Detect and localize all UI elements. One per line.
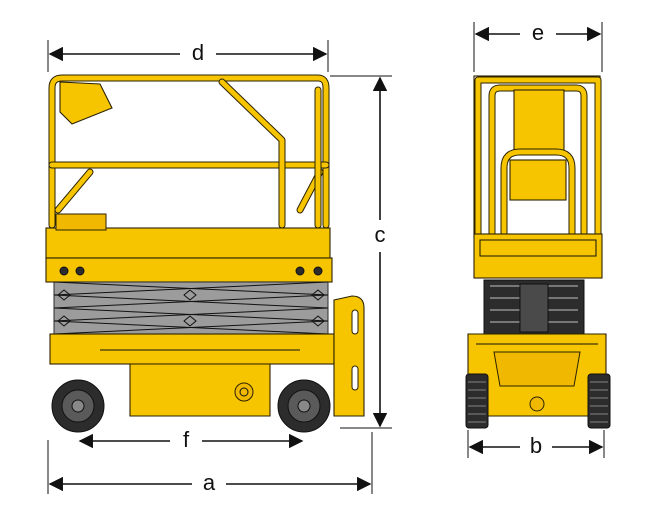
front-scissor-stack	[483, 279, 585, 335]
dimension-label-d: d	[192, 40, 204, 65]
side-wheel-front	[277, 379, 331, 433]
dimension-label-c: c	[375, 222, 386, 247]
side-platform-deck	[45, 227, 331, 259]
side-battery-tray	[129, 363, 271, 417]
dimension-label-a: a	[203, 470, 216, 495]
dimension-c: c	[330, 75, 392, 429]
side-toolbox	[55, 213, 107, 231]
dimension-f: f	[78, 427, 304, 452]
dimension-d: d	[47, 40, 329, 72]
side-entry-ladder	[333, 295, 365, 417]
front-view-guardrail	[473, 75, 602, 240]
side-view-machine	[45, 74, 365, 433]
dimension-e: e	[473, 20, 603, 72]
side-view-guardrail	[48, 74, 330, 229]
front-gate	[509, 159, 567, 201]
front-control-panel	[513, 89, 565, 153]
side-scissor-stack	[53, 281, 329, 335]
dimension-label-f: f	[183, 427, 190, 452]
dimension-a: a	[47, 432, 373, 495]
side-wheel-rear	[51, 379, 105, 433]
side-platform-base	[45, 257, 333, 283]
side-chassis	[49, 333, 335, 365]
front-view-machine	[465, 75, 611, 429]
dimension-label-e: e	[532, 20, 544, 45]
dimension-b: b	[467, 430, 605, 458]
dimension-label-b: b	[530, 433, 542, 458]
control-box	[59, 81, 113, 125]
